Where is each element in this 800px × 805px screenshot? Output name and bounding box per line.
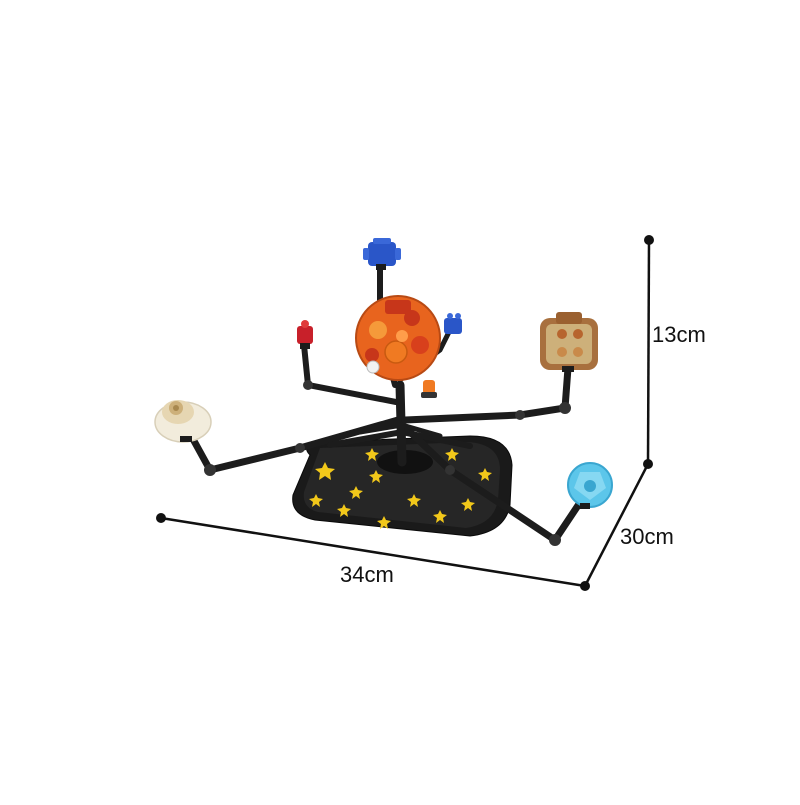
mercury-planet bbox=[366, 360, 380, 374]
cyan-planet bbox=[567, 462, 613, 509]
height-dimension-label: 13cm bbox=[652, 322, 706, 347]
base-plate bbox=[292, 435, 513, 537]
width-dimension-label: 34cm bbox=[340, 562, 394, 587]
height-dimension-dot-top bbox=[644, 235, 654, 245]
small-blue-planet bbox=[444, 313, 462, 334]
base-stars bbox=[309, 448, 492, 529]
height-dimension-line bbox=[646, 239, 651, 465]
dimension-lines bbox=[156, 235, 654, 591]
blue-top-planet bbox=[363, 238, 401, 270]
depth-dimension-line bbox=[583, 463, 650, 587]
depth-dimension-label: 30cm bbox=[620, 524, 674, 549]
cream-planet bbox=[154, 400, 212, 443]
brown-planet bbox=[540, 312, 598, 372]
base-plate-top-sheen bbox=[303, 442, 500, 528]
mars-orange-small-planet bbox=[421, 380, 437, 398]
arm-joints bbox=[204, 380, 571, 546]
width-dimension-dot-left bbox=[156, 513, 166, 523]
red-small-planet bbox=[297, 320, 313, 349]
width-dimension-line bbox=[160, 516, 586, 588]
sun-planet bbox=[355, 295, 441, 381]
